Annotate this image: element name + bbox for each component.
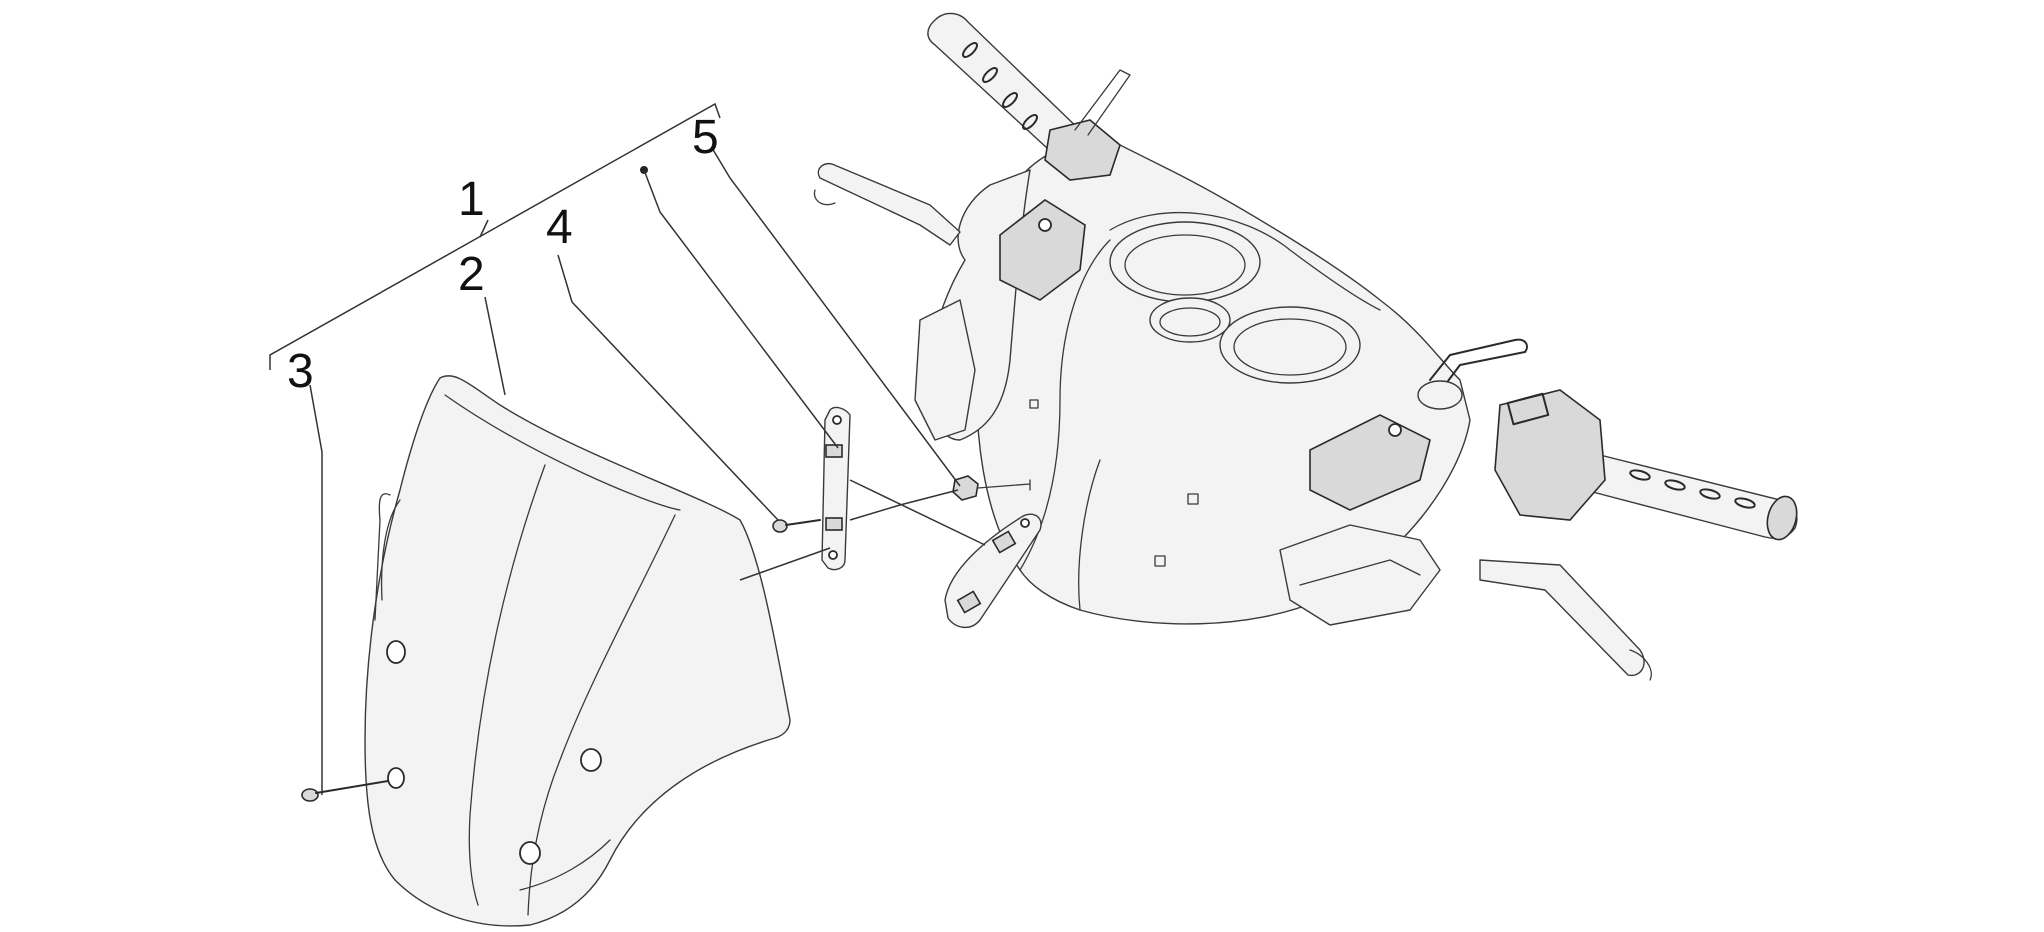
- handlebar-assembly: [813, 12, 1798, 681]
- screw-part-3: [301, 780, 389, 802]
- windscreen-part: [364, 375, 791, 927]
- leader-lines: [269, 102, 986, 795]
- windscreen-hole-upper-left: [386, 640, 406, 664]
- callout-1: 1: [458, 173, 485, 226]
- callout-4: 4: [546, 201, 573, 254]
- windscreen-hole-mid-right: [580, 748, 602, 772]
- callout-3: 3: [287, 345, 314, 398]
- lower-bracket-part: [944, 513, 1042, 628]
- callout-5: 5: [692, 111, 719, 164]
- windscreen-hole-lower-left: [387, 767, 405, 789]
- screw-part-4: [772, 519, 821, 533]
- windscreen-hole-bottom: [519, 841, 541, 865]
- upper-bracket-part: [821, 406, 851, 571]
- callout-2: 2: [458, 248, 485, 301]
